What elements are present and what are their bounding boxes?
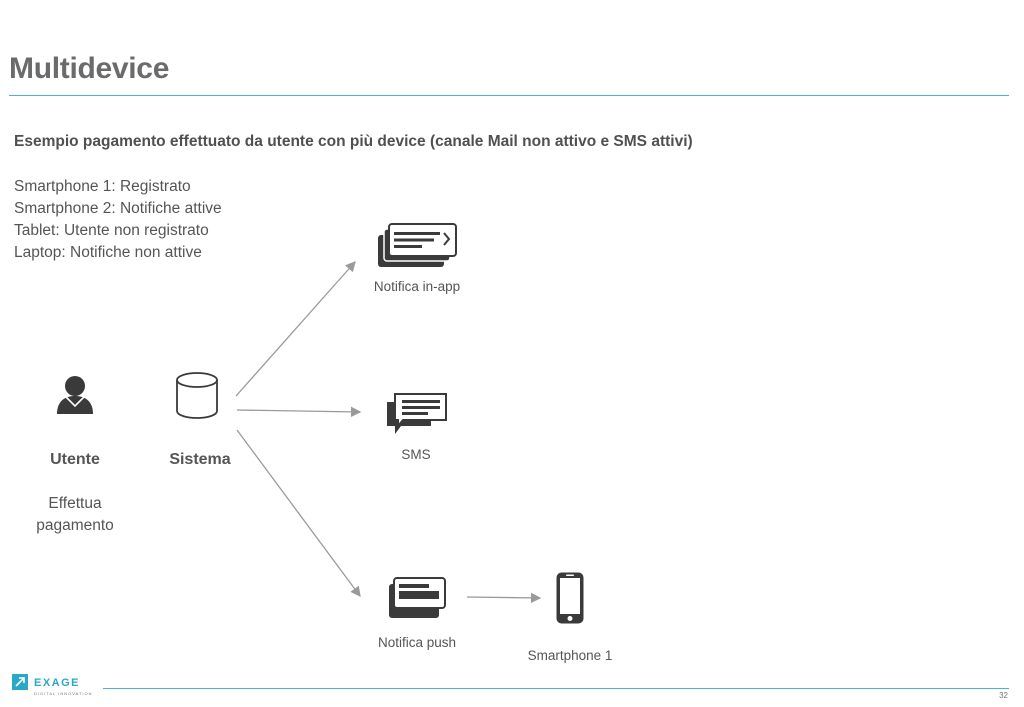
sms-label: SMS: [401, 447, 431, 462]
user-icon: [57, 376, 93, 414]
phone-label: Smartphone 1: [527, 648, 613, 663]
svg-text:EXAGE: EXAGE: [34, 677, 80, 689]
user-action-label: Effettua pagamento: [20, 493, 130, 537]
exage-logo-mark: EXAGE DIGITAL INNOVATION: [12, 674, 93, 696]
database-icon: [176, 372, 218, 419]
page-number: 32: [999, 691, 1008, 700]
title-divider: [9, 95, 1009, 96]
edge-system-push: [236, 429, 361, 598]
inapp-label: Notifica in-app: [373, 279, 461, 294]
user-label: Utente: [50, 451, 100, 468]
system-label: Sistema: [169, 451, 231, 468]
footer-divider: [103, 688, 1009, 689]
user-action-line: Effettua: [48, 495, 102, 512]
edge-system-inapp: [235, 261, 356, 397]
device-item: Tablet: Utente non registrato: [14, 222, 209, 239]
user-action-line: pagamento: [36, 517, 114, 534]
slide-title: Multidevice: [9, 52, 170, 85]
edge-push-phone: [466, 592, 542, 604]
push-label: Notifica push: [377, 635, 457, 650]
svg-text:DIGITAL INNOVATION: DIGITAL INNOVATION: [34, 691, 93, 696]
exage-logo: EXAGE DIGITAL INNOVATION: [12, 674, 102, 703]
device-list: Smartphone 1: Registrato Smartphone 2: N…: [14, 176, 222, 264]
in-app-notification-icon: [378, 223, 457, 267]
device-item: Smartphone 2: Notifiche attive: [14, 200, 222, 217]
edge-system-sms: [236, 406, 362, 418]
sms-icon: [387, 393, 447, 434]
device-item: Laptop: Notifiche non attive: [14, 244, 202, 261]
push-notification-icon: [389, 577, 446, 618]
smartphone-icon: [556, 572, 584, 624]
slide-subtitle: Esempio pagamento effettuato da utente c…: [14, 133, 693, 150]
device-item: Smartphone 1: Registrato: [14, 178, 191, 195]
